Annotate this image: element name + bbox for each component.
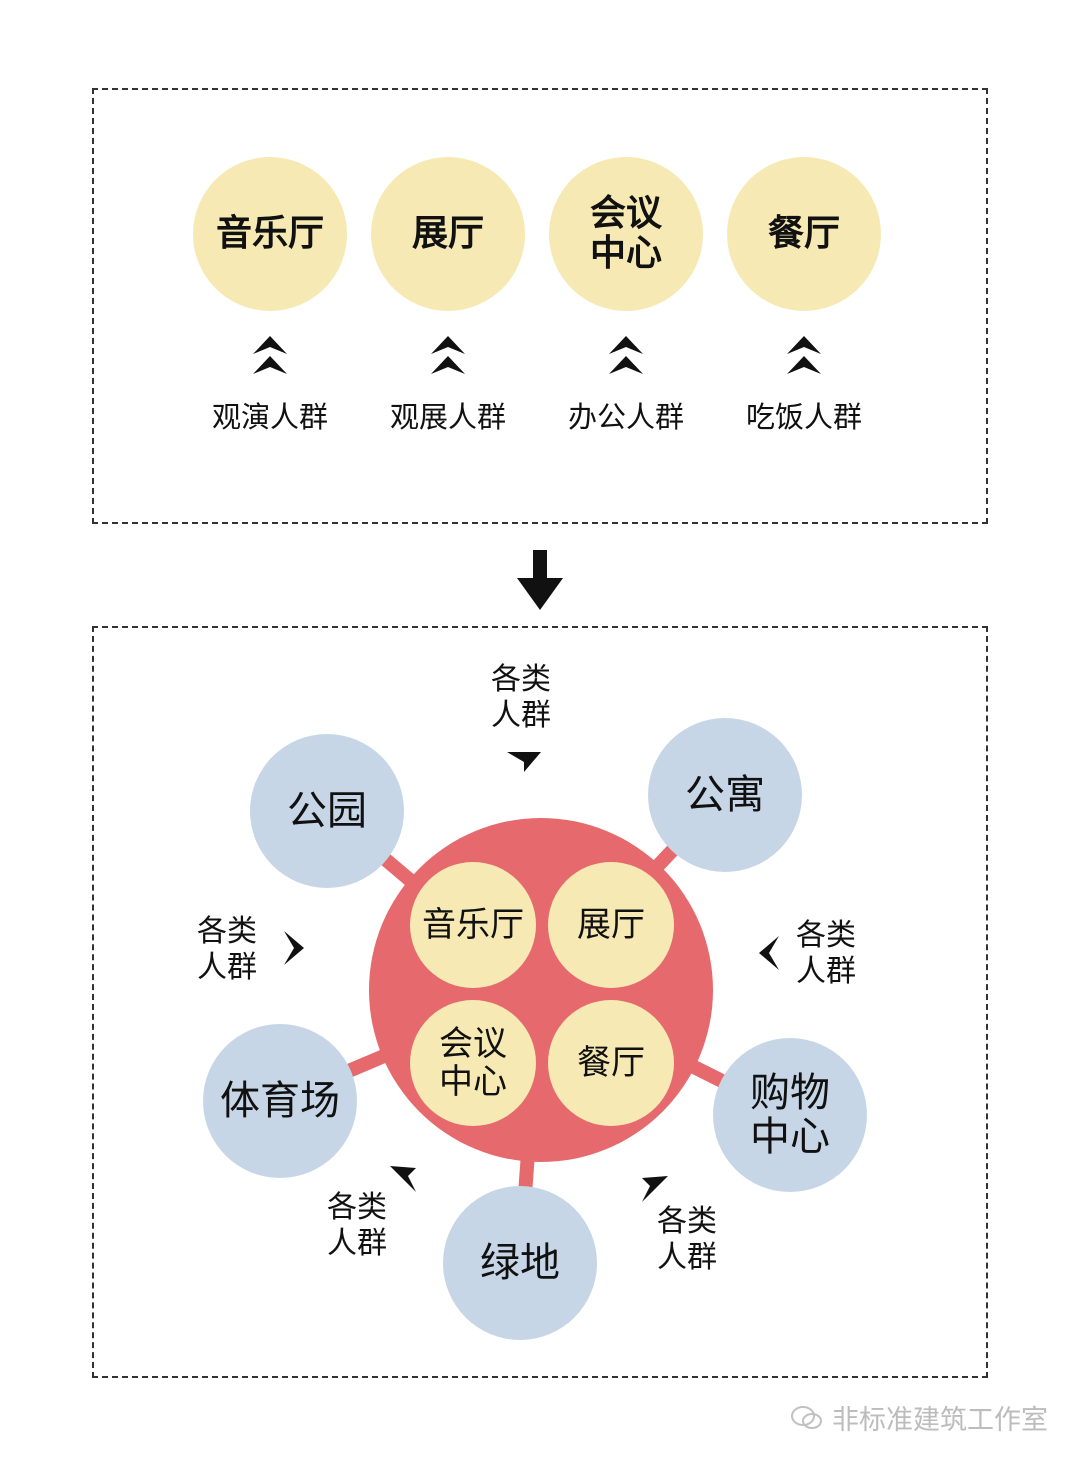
venue-label-line: 会议 [589,193,662,234]
crowd-label-line: 各类 [657,1204,717,1239]
crowd-label-line: 人群 [327,1226,387,1261]
crowd-label-line: 人群 [197,950,257,985]
surrounding-apartment: 公寓 [648,718,802,872]
venue-label: 音乐厅 [215,213,324,254]
venue-label: 展厅 [411,213,484,254]
venue-exhibition-hall: 展厅 [371,157,525,311]
venue-concert-hall: 音乐厅 [193,157,347,311]
group-label: 观展人群 [389,400,506,434]
inner-venue-exhibition-hall: 展厅 [548,862,674,988]
venue-restaurant: 餐厅 [727,157,881,311]
double-chevron-up-icon [431,336,465,374]
double-chevron-up-icon [609,336,643,374]
inner-venue-conference-center: 会议 中心 [410,1000,536,1126]
double-chevron-up-icon [253,336,287,374]
crowd-label-line: 人群 [657,1240,717,1275]
venue-label-line: 中心 [589,233,662,274]
inner-venue-label-line: 中心 [439,1062,507,1102]
group-label: 办公人群 [567,400,684,434]
venue-conference-center: 会议 中心 [549,157,703,311]
crowd-label-line: 各类 [327,1190,387,1225]
surrounding-green-space: 绿地 [443,1186,597,1340]
arrowhead-up-left-icon [642,1176,668,1202]
inner-venue-restaurant: 餐厅 [548,1000,674,1126]
inner-venue-label: 展厅 [577,905,645,945]
inner-venue-label-line: 会议 [439,1024,507,1064]
group-label: 观演人群 [211,400,328,434]
double-chevron-up-icon [787,336,821,374]
crowd-label-left: 各类 人群 [187,914,267,986]
surrounding-label: 公寓 [685,772,765,818]
venue-label: 餐厅 [767,213,840,254]
surrounding-label-line: 购物 [750,1070,830,1116]
crowd-label-top: 各类 人群 [481,662,561,734]
arrowhead-down-icon [507,752,541,772]
crowd-label-line: 各类 [197,914,257,949]
surrounding-label-line: 中心 [750,1114,830,1160]
arrowhead-left-icon [759,936,779,970]
group-label: 吃饭人群 [745,400,862,434]
crowd-label-right: 各类 人群 [786,918,866,990]
wechat-icon [791,1405,822,1429]
crowd-label-bottom-left: 各类 人群 [317,1190,397,1262]
watermark-text: 非标准建筑工作室 [832,1405,1048,1436]
crowd-label-line: 各类 [796,918,856,953]
surrounding-label: 体育场 [220,1078,340,1124]
crowd-label-bottom-right: 各类 人群 [647,1204,727,1276]
surrounding-label: 绿地 [480,1240,560,1286]
arrow-down-icon [517,550,563,610]
inner-venue-label: 音乐厅 [422,905,524,945]
watermark: 非标准建筑工作室 [790,1398,1048,1437]
crowd-label-line: 各类 [491,662,551,697]
surrounding-label: 公园 [287,788,367,834]
arrowhead-right-icon [284,931,304,965]
surrounding-park: 公园 [250,734,404,888]
inner-venue-label: 餐厅 [577,1043,645,1083]
crowd-label-line: 人群 [491,698,551,733]
crowd-label-line: 人群 [796,954,856,989]
surrounding-shopping-center: 购物 中心 [713,1038,867,1192]
arrowhead-up-right-icon [390,1166,416,1192]
bottom-frame [92,626,988,1378]
cultural-hub [369,818,713,1162]
surrounding-stadium: 体育场 [203,1024,357,1178]
inner-venue-concert-hall: 音乐厅 [410,862,536,988]
top-frame [92,88,988,524]
